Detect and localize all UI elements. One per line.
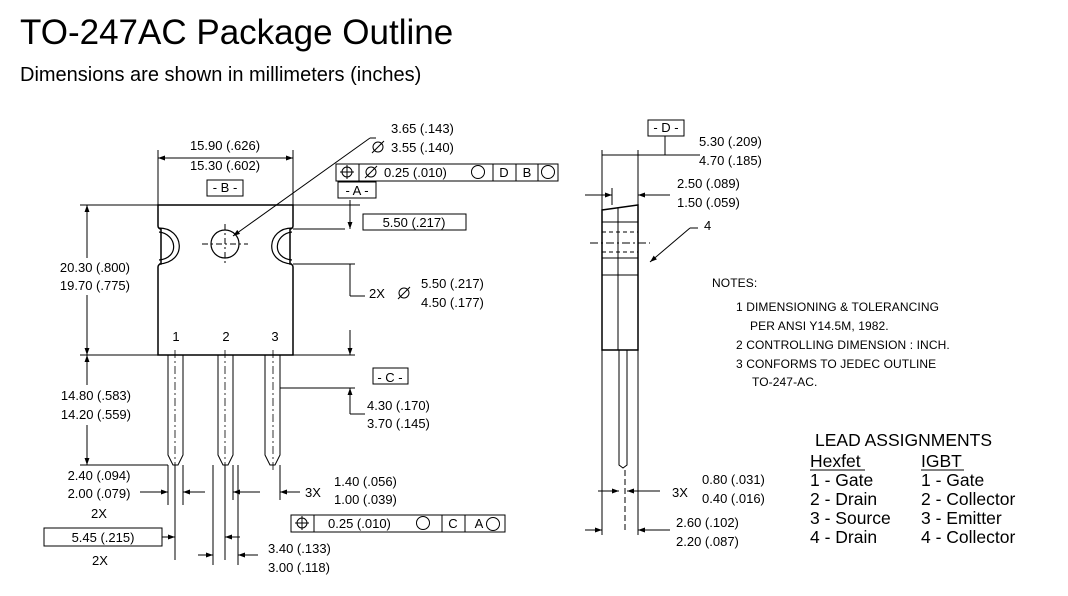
note-line-5: TO-247-AC. <box>752 375 817 389</box>
rfs-symbol <box>486 517 500 531</box>
hexfet-row-1: 1 - Gate <box>810 470 873 490</box>
side-lead <box>618 350 628 469</box>
notes-block: NOTES: 1 DIMENSIONING & TOLERANCING PER … <box>712 276 950 389</box>
datum-c-label: - C - <box>377 370 402 385</box>
shoulder-max-label: 4.30 (.170) <box>367 398 430 413</box>
lead-2 <box>217 355 234 466</box>
side-view <box>585 119 700 535</box>
lead-tolerance-label: 0.25 (.010) <box>328 516 391 531</box>
side-view-labels: - D - 5.30 (.209) 4.70 (.185) 2.50 (.089… <box>653 120 765 549</box>
pin-3-label: 3 <box>271 329 278 344</box>
width-min-label: 15.30 (.602) <box>190 158 260 173</box>
datum-a-label: - A - <box>345 183 368 198</box>
lead-w-count-label: 2X <box>91 506 107 521</box>
standoff-min-label: 2.20 (.087) <box>676 534 739 549</box>
hexfet-row-2: 2 - Drain <box>810 489 877 509</box>
igbt-row-3: 3 - Emitter <box>921 508 1002 528</box>
hole-leader <box>232 137 371 237</box>
mmc-symbol <box>471 165 485 179</box>
hole-dia-max-label: 3.65 (.143) <box>391 121 454 136</box>
datum-d-frame <box>647 119 685 137</box>
datum-b-frame <box>206 179 244 197</box>
hole-tolerance-frame <box>335 163 559 182</box>
igbt-row-1: 1 - Gate <box>921 470 984 490</box>
notch-min-label: 4.50 (.177) <box>421 295 484 310</box>
left-notch <box>158 227 180 265</box>
mmc-symbol-b <box>541 165 555 179</box>
lead-w-max-label: 2.40 (.094) <box>68 468 131 483</box>
callout-4-leader <box>649 227 691 263</box>
igbt-row-4: 4 - Collector <box>921 527 1016 547</box>
lead-1 <box>167 355 184 466</box>
hexfet-row-4: 4 - Drain <box>810 527 877 547</box>
datum-d-label: - D - <box>653 120 678 135</box>
lead-len-max-label: 14.80 (.583) <box>61 388 131 403</box>
thick-min-label: 4.70 (.185) <box>699 153 762 168</box>
position-symbol <box>340 165 354 179</box>
page-subtitle: Dimensions are shown in millimeters (inc… <box>20 64 422 86</box>
standoff-max-label: 2.60 (.102) <box>676 515 739 530</box>
datum-c-frame <box>372 367 409 385</box>
body-height-max-label: 20.30 (.800) <box>60 260 130 275</box>
note-line-2: PER ANSI Y14.5M, 1982. <box>750 319 889 333</box>
lead-w-min-label: 2.00 (.079) <box>68 486 131 501</box>
pitch-count-label: 2X <box>92 553 108 568</box>
front-view-labels: 15.90 (.626) 15.30 (.602) - B - 3.65 (.1… <box>60 121 531 575</box>
width-max-label: 15.90 (.626) <box>190 138 260 153</box>
lead-t-min-label: 1.00 (.039) <box>334 492 397 507</box>
tab-min-label: 1.50 (.059) <box>677 195 740 210</box>
notch-max-label: 5.50 (.217) <box>421 276 484 291</box>
side-body-outline <box>601 204 639 351</box>
hexfet-header: Hexfet <box>810 451 861 471</box>
shoulder-min-label: 3.70 (.145) <box>367 416 430 431</box>
position-symbol-lead <box>295 516 309 530</box>
lead-t-max-label: 1.40 (.056) <box>334 474 397 489</box>
lead-t-count-label: 3X <box>305 485 321 500</box>
lead-tolerance-frame <box>290 514 506 533</box>
hexfet-row-3: 3 - Source <box>810 508 891 528</box>
side-lead-count-label: 3X <box>672 485 688 500</box>
notch-count-label: 2X <box>369 286 385 301</box>
mmc-symbol-lead <box>416 516 430 530</box>
lead-assignments: LEAD ASSIGNMENTS Hexfet IGBT 1 - Gate 2 … <box>810 430 1016 547</box>
diameter-symbol-notch <box>397 286 411 300</box>
datum-b-label: - B - <box>213 180 238 195</box>
tab-max-label: 2.50 (.089) <box>677 176 740 191</box>
igbt-header: IGBT <box>921 451 962 471</box>
pitch-label: 5.45 (.215) <box>72 530 135 545</box>
datum-a-frame <box>337 181 377 199</box>
notes-heading: NOTES: <box>712 276 757 290</box>
hole-pos-basic-box <box>362 213 467 231</box>
thick-max-label: 5.30 (.209) <box>699 134 762 149</box>
center-lead-min-label: 3.00 (.118) <box>268 560 330 575</box>
lead-len-min-label: 14.20 (.559) <box>61 407 131 422</box>
diameter-symbol-frame <box>364 165 378 179</box>
lead-3 <box>264 355 281 466</box>
front-view <box>43 137 559 565</box>
side-lead-max-label: 0.80 (.031) <box>702 472 765 487</box>
pin-1-label: 1 <box>172 329 179 344</box>
note-line-4: 3 CONFORMS TO JEDEC OUTLINE <box>736 357 936 371</box>
callout-4-label: 4 <box>704 218 711 233</box>
frame-c-label: C <box>448 516 457 531</box>
note-line-1: 1 DIMENSIONING & TOLERANCING <box>736 300 939 314</box>
igbt-row-2: 2 - Collector <box>921 489 1016 509</box>
right-notch <box>271 227 293 265</box>
page-title: TO-247AC Package Outline <box>20 13 454 52</box>
center-lead-max-label: 3.40 (.133) <box>268 541 331 556</box>
pitch-basic-box <box>43 527 163 547</box>
diameter-symbol <box>371 140 385 154</box>
body-height-min-label: 19.70 (.775) <box>60 278 130 293</box>
lead-assignments-heading: LEAD ASSIGNMENTS <box>815 430 992 450</box>
note-line-3: 2 CONTROLLING DIMENSION : INCH. <box>736 338 950 352</box>
side-lead-min-label: 0.40 (.016) <box>702 491 765 506</box>
hole-dia-min-label: 3.55 (.140) <box>391 140 454 155</box>
pin-2-label: 2 <box>222 329 229 344</box>
hole-pos-label: 5.50 (.217) <box>383 215 446 230</box>
frame-d-label: D <box>499 165 508 180</box>
frame-b-label: B <box>523 165 532 180</box>
hole-tolerance-label: 0.25 (.010) <box>384 165 447 180</box>
frame-a-label: A <box>475 516 484 531</box>
